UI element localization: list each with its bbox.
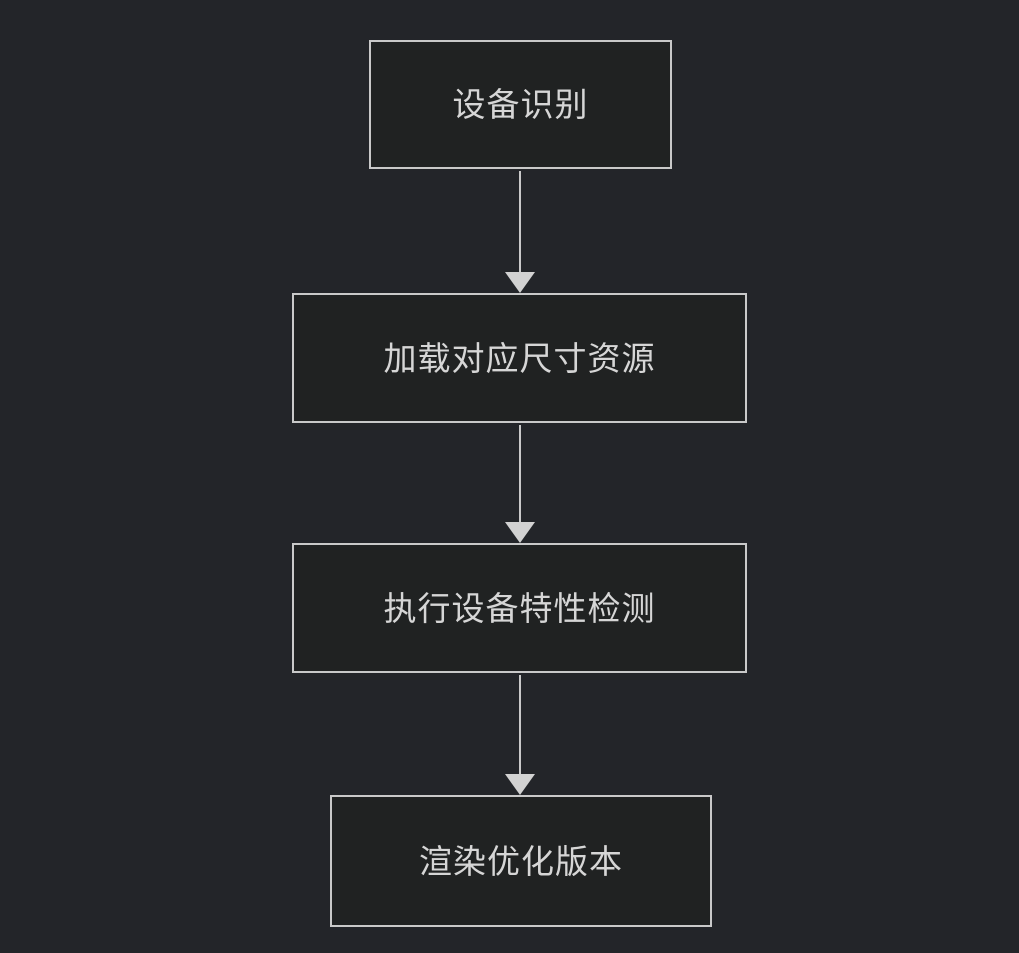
flow-node-load-sized-resources: 加载对应尺寸资源	[292, 293, 747, 423]
arrow-head-icon	[505, 774, 535, 795]
flow-node-render-optimized-version: 渲染优化版本	[330, 795, 712, 927]
arrow-line	[519, 425, 521, 522]
flow-node-device-identification: 设备识别	[369, 40, 672, 169]
arrow-head-icon	[505, 272, 535, 293]
flow-node-label: 渲染优化版本	[419, 842, 623, 880]
flow-node-label: 执行设备特性检测	[383, 589, 656, 627]
flow-arrow-3	[505, 675, 535, 795]
flow-node-device-feature-detection: 执行设备特性检测	[292, 543, 747, 673]
arrow-line	[519, 171, 521, 272]
flow-arrow-1	[505, 171, 535, 293]
flow-arrow-2	[505, 425, 535, 543]
flow-node-label: 加载对应尺寸资源	[383, 339, 656, 377]
arrow-head-icon	[505, 522, 535, 543]
arrow-line	[519, 675, 521, 774]
flow-node-label: 设备识别	[452, 86, 589, 123]
